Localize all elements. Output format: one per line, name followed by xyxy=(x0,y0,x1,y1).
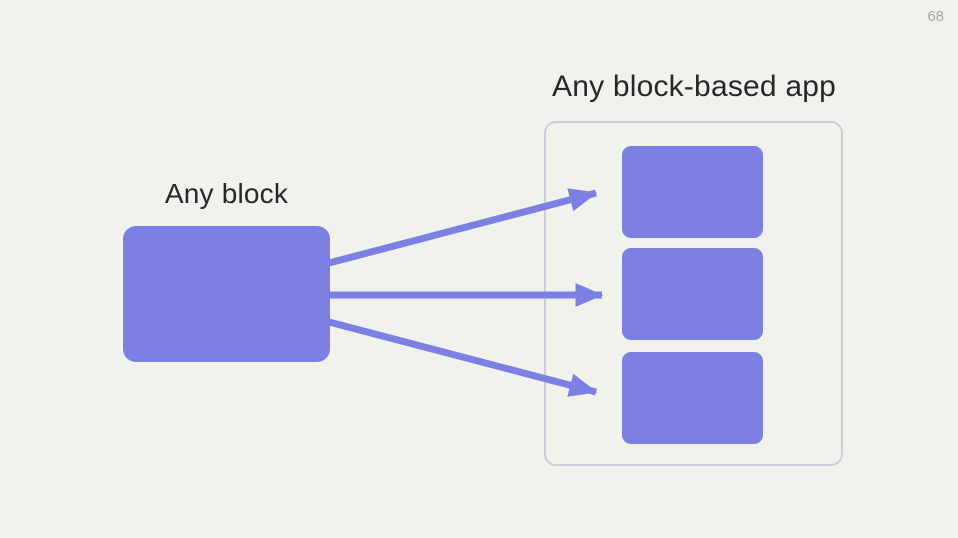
page-number: 68 xyxy=(927,8,944,25)
app-block xyxy=(622,248,763,340)
app-block xyxy=(622,352,763,444)
source-block-label: Any block xyxy=(164,178,289,209)
source-block xyxy=(123,226,330,362)
app-block xyxy=(622,146,763,238)
app-container-title: Any block-based app xyxy=(552,70,836,103)
app-container xyxy=(544,121,843,466)
